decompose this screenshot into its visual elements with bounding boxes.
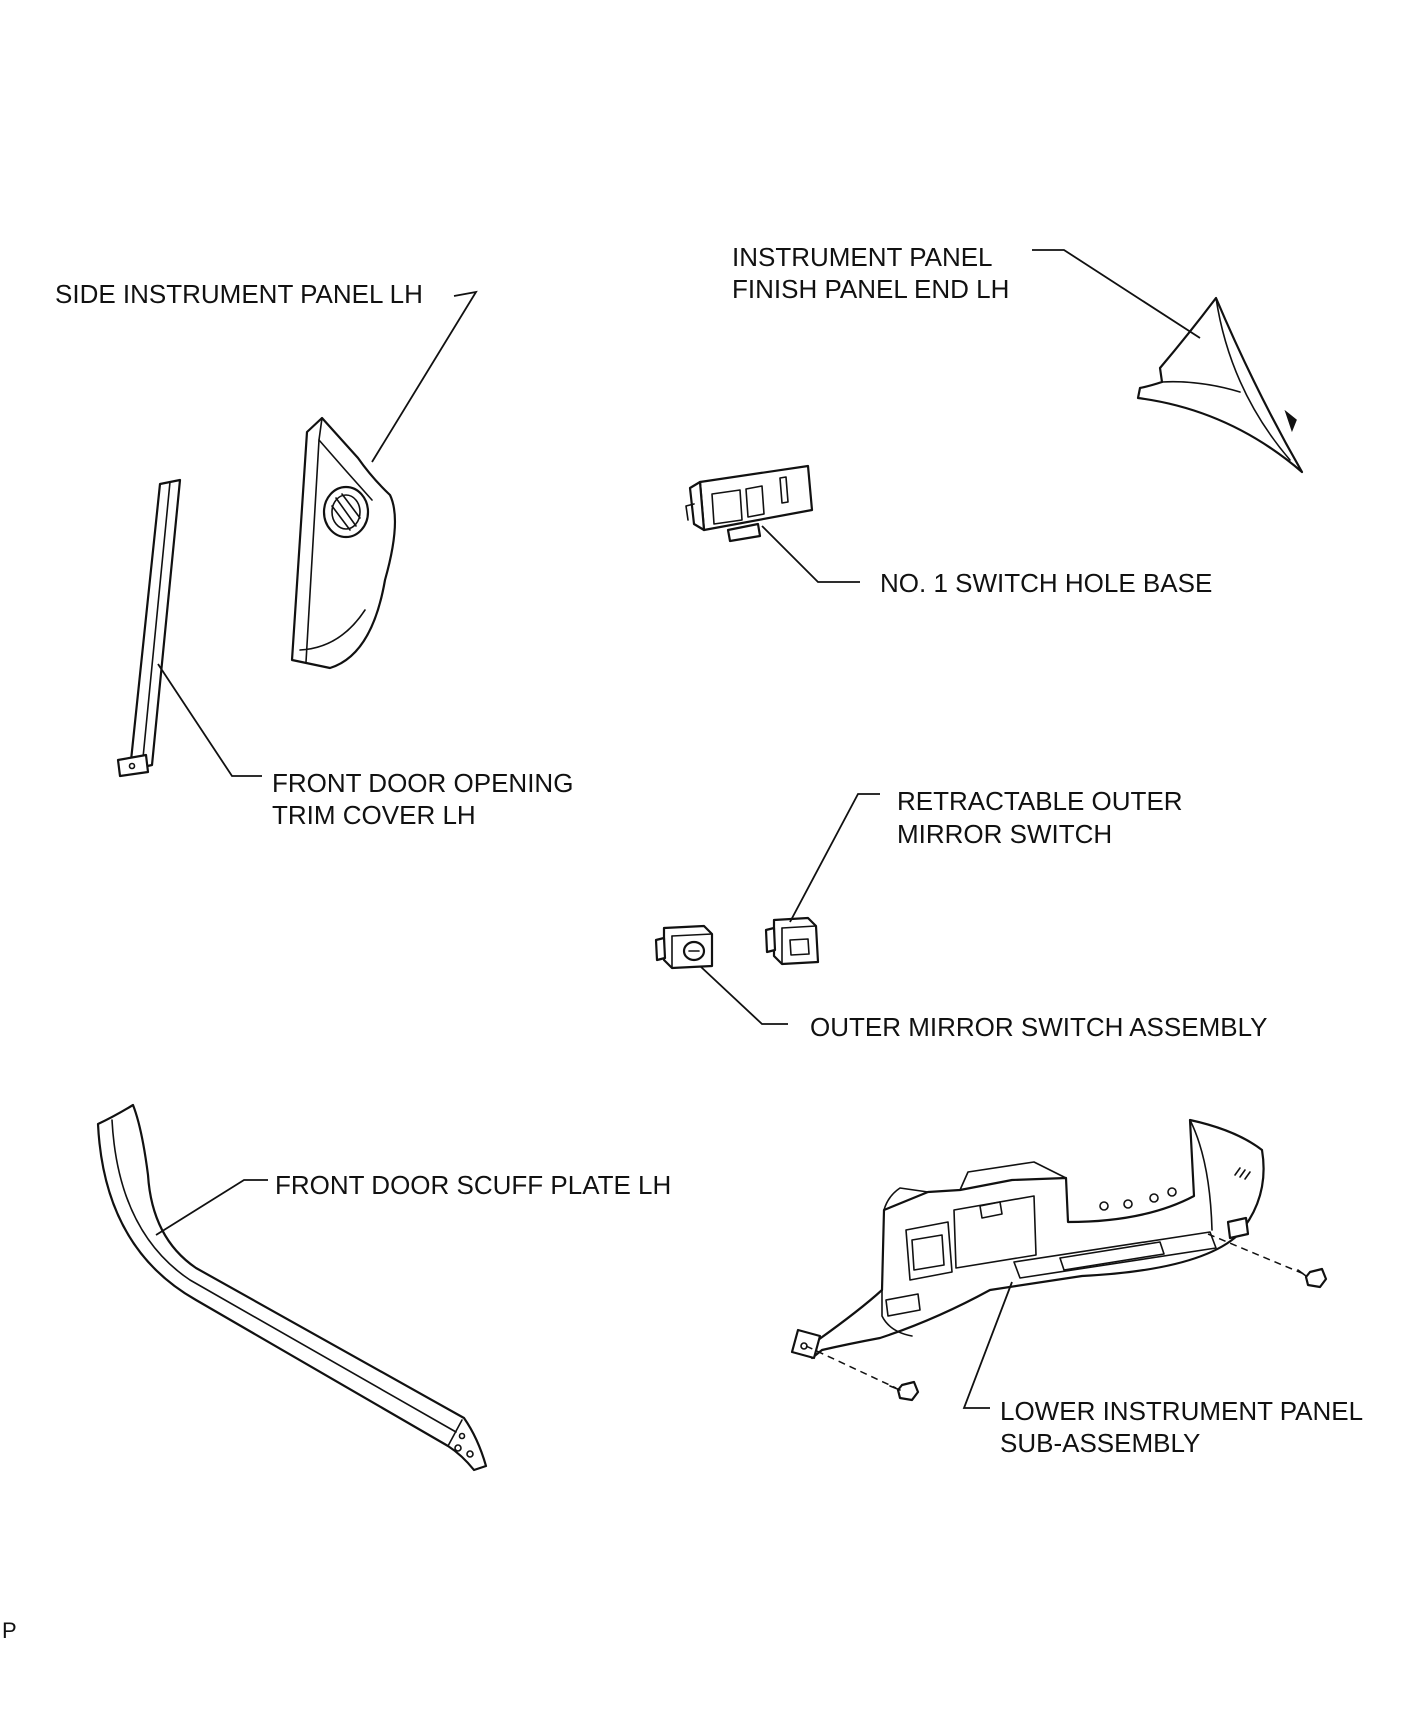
corner-mark: P [2, 1618, 17, 1643]
leader-door-opening-trim [157, 663, 262, 777]
leader-side-instrument-panel [371, 290, 478, 463]
label-finish-panel-end-line1: INSTRUMENT PANEL [732, 242, 993, 272]
front-door-opening-trim-cover-lh [116, 478, 182, 778]
bolt-path-right [1207, 1233, 1305, 1275]
lower-instrument-panel-sub-assembly [790, 1118, 1265, 1360]
label-outer-mirror-switch: OUTER MIRROR SWITCH ASSEMBLY [810, 1012, 1267, 1042]
outer-mirror-switch-assembly [654, 924, 714, 970]
side-instrument-panel-lh [290, 416, 397, 670]
label-lower-panel-line2: SUB-ASSEMBLY [1000, 1428, 1200, 1458]
label-door-opening-trim-line2: TRIM COVER LH [272, 800, 476, 830]
label-retractable-mirror-line1: RETRACTABLE OUTER [897, 786, 1183, 816]
leader-outer-mirror-switch [699, 965, 788, 1025]
retractable-outer-mirror-switch [764, 916, 820, 966]
label-side-instrument-panel: SIDE INSTRUMENT PANEL LH [55, 279, 423, 309]
leader-retractable-mirror [789, 793, 880, 923]
instrument-panel-finish-panel-end-lh [1136, 296, 1304, 474]
leader-scuff-plate [155, 1179, 268, 1236]
label-door-opening-trim-line1: FRONT DOOR OPENING [272, 768, 573, 798]
front-door-scuff-plate-lh [96, 1103, 488, 1472]
bolt-lower-right [1297, 1267, 1328, 1289]
bolt-path-left [805, 1345, 897, 1389]
leader-switch-hole-base [761, 525, 860, 583]
no1-switch-hole-base [685, 464, 814, 543]
bolt-lower-left [889, 1380, 920, 1402]
leader-finish-panel-end [1032, 249, 1201, 339]
label-lower-panel-line1: LOWER INSTRUMENT PANEL [1000, 1396, 1363, 1426]
label-scuff-plate: FRONT DOOR SCUFF PLATE LH [275, 1170, 671, 1200]
label-finish-panel-end-line2: FINISH PANEL END LH [732, 274, 1009, 304]
label-retractable-mirror-line2: MIRROR SWITCH [897, 819, 1112, 849]
leader-lower-panel [962, 1281, 1013, 1409]
label-switch-hole-base: NO. 1 SWITCH HOLE BASE [880, 568, 1212, 598]
